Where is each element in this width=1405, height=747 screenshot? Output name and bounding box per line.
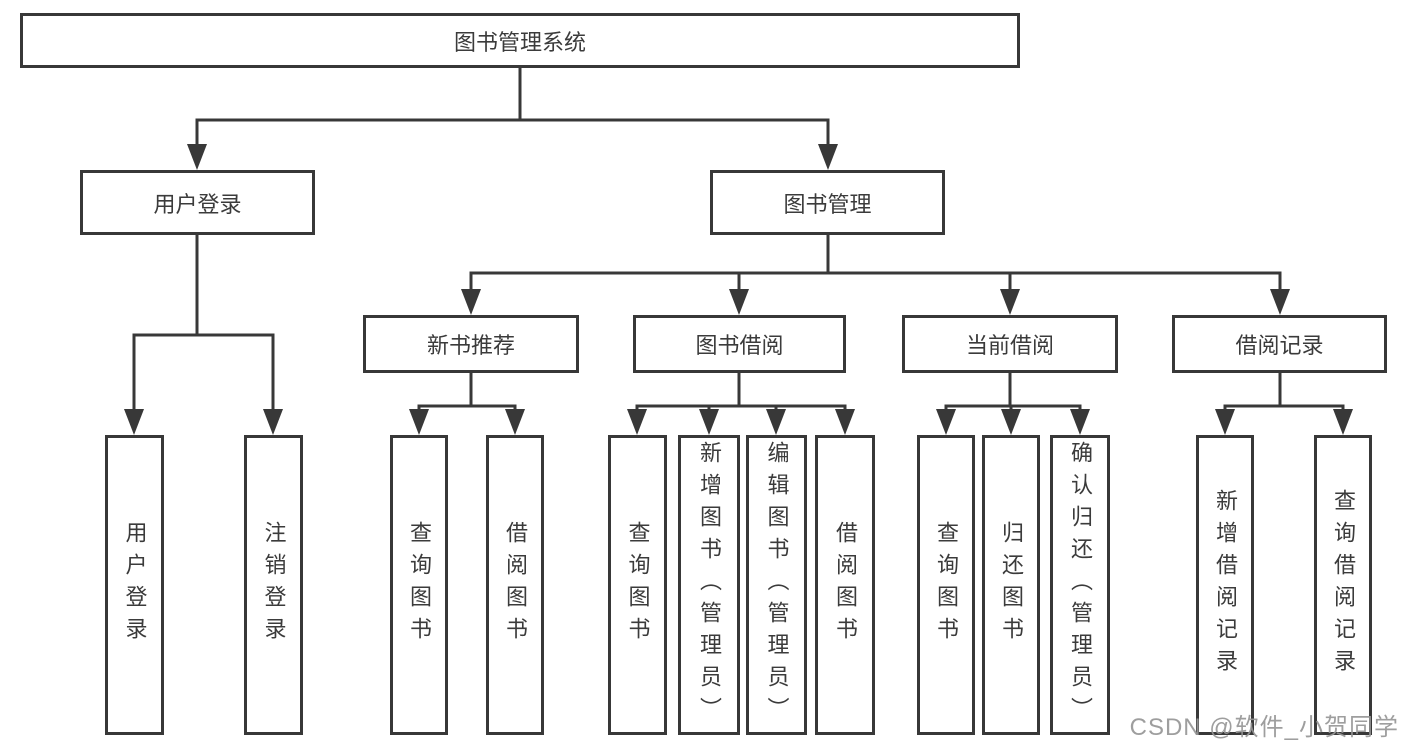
arrowhead <box>1000 289 1020 315</box>
edge-currentborrow-split <box>944 373 1082 411</box>
node-leaf-edit-book-admin: 编辑图书（管理员） <box>746 435 807 735</box>
csdn-watermark: CSDN @软件_小贺同学 <box>1129 714 1399 741</box>
leaf-label: 用户登录 <box>122 521 148 649</box>
arrowhead <box>409 409 429 435</box>
node-leaf-add-borrow-record: 新增借阅记录 <box>1196 435 1254 735</box>
arrowhead <box>818 144 838 170</box>
arrowhead <box>1333 409 1353 435</box>
edge-bookmgmt-split <box>469 235 1282 291</box>
arrowhead <box>461 289 481 315</box>
edge-newbookrec-split <box>417 373 517 411</box>
arrowhead <box>936 409 956 435</box>
edge-borrowrecords-split <box>1223 373 1345 411</box>
node-current-borrow: 当前借阅 <box>902 315 1118 373</box>
node-book-management: 图书管理 <box>710 170 945 235</box>
arrowhead <box>1070 409 1090 435</box>
arrowhead <box>1270 289 1290 315</box>
node-leaf-query-borrow-record: 查询借阅记录 <box>1314 435 1372 735</box>
node-new-book-recommend: 新书推荐 <box>363 315 579 373</box>
leaf-label: 新增图书（管理员） <box>697 441 722 729</box>
node-leaf-query-book-2: 查询图书 <box>608 435 667 735</box>
leaf-label: 归还图书 <box>999 521 1024 649</box>
leaf-label: 查询图书 <box>625 521 651 649</box>
leaf-label: 查询图书 <box>407 521 432 649</box>
edge-root-split <box>195 68 830 146</box>
node-leaf-query-book-1: 查询图书 <box>390 435 448 735</box>
leaf-label: 查询借阅记录 <box>1331 489 1356 681</box>
node-leaf-borrow-book-2: 借阅图书 <box>815 435 875 735</box>
node-leaf-query-book-3: 查询图书 <box>917 435 975 735</box>
node-book-borrow: 图书借阅 <box>633 315 846 373</box>
arrowhead <box>263 409 283 435</box>
edge-bookborrow-split <box>635 373 847 411</box>
node-borrow-records: 借阅记录 <box>1172 315 1387 373</box>
arrowhead <box>627 409 647 435</box>
arrowhead <box>187 144 207 170</box>
arrowhead <box>729 289 749 315</box>
node-leaf-borrow-book-1: 借阅图书 <box>486 435 544 735</box>
leaf-label: 新增借阅记录 <box>1213 489 1238 681</box>
arrowhead <box>124 409 144 435</box>
arrowhead <box>835 409 855 435</box>
node-leaf-logout: 注销登录 <box>244 435 303 735</box>
arrowheads <box>124 144 1353 435</box>
node-leaf-confirm-return-admin: 确认归还（管理员） <box>1050 435 1110 735</box>
node-leaf-user-login: 用户登录 <box>105 435 164 735</box>
leaf-label: 确认归还（管理员） <box>1068 441 1093 729</box>
node-root: 图书管理系统 <box>20 13 1020 68</box>
arrowhead <box>1001 409 1021 435</box>
node-leaf-return-book: 归还图书 <box>982 435 1040 735</box>
leaf-label: 注销登录 <box>261 521 287 649</box>
leaf-label: 编辑图书（管理员） <box>764 441 790 729</box>
arrowhead <box>1215 409 1235 435</box>
arrowhead <box>699 409 719 435</box>
edge-userlogin-split <box>132 235 275 411</box>
arrowhead <box>505 409 525 435</box>
arrowhead <box>766 409 786 435</box>
node-user-login: 用户登录 <box>80 170 315 235</box>
leaf-label: 借阅图书 <box>833 521 858 649</box>
node-leaf-add-book-admin: 新增图书（管理员） <box>678 435 740 735</box>
leaf-label: 借阅图书 <box>503 521 528 649</box>
leaf-label: 查询图书 <box>934 521 959 649</box>
